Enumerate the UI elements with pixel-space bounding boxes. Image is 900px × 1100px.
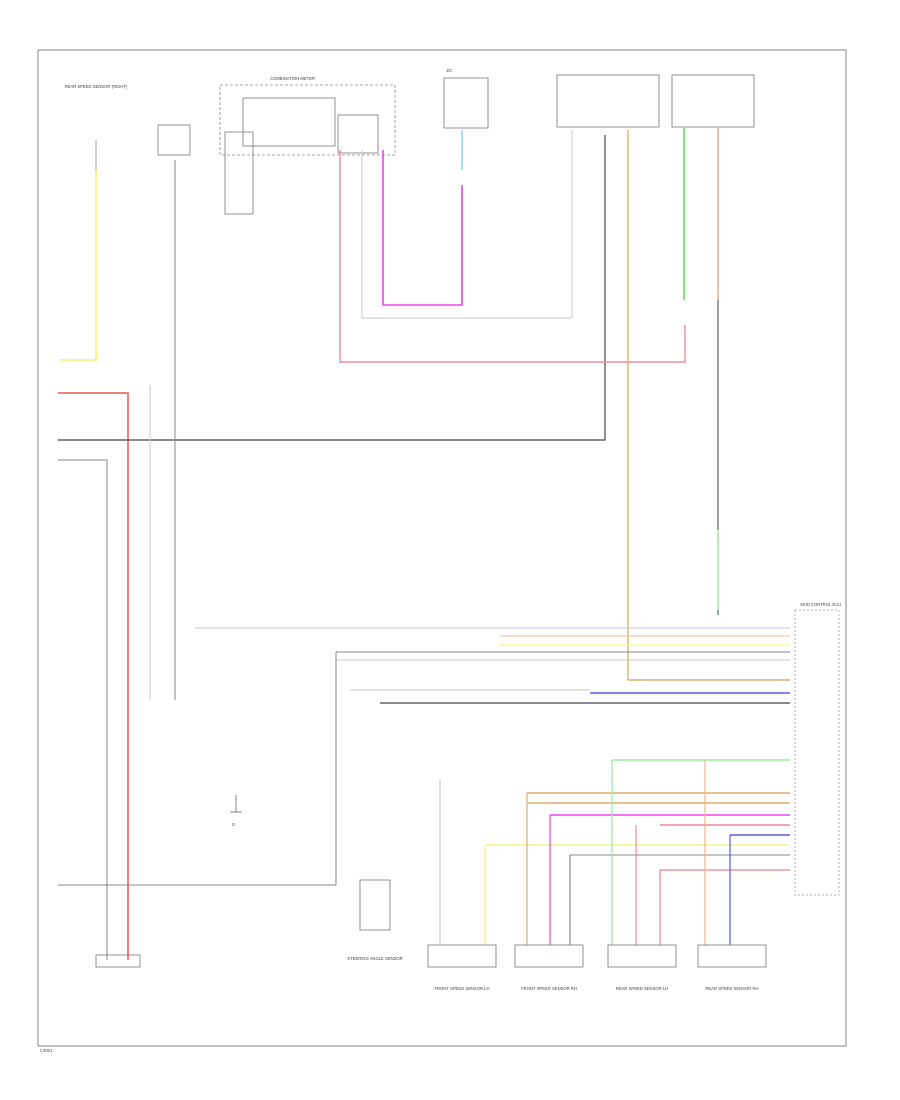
wires-layer: [58, 128, 790, 960]
rear-speed-sensor-label: REAR SPEED SENSOR (RIGHT): [65, 84, 128, 89]
wire-pink-red: [339, 150, 686, 363]
junction-connector-top: J/C: [443, 68, 489, 129]
combination-meter-label: COMBINATION METER: [270, 76, 315, 81]
front-right-sensor-label: FRONT SPEED SENSOR RH: [521, 986, 577, 991]
wire-magenta: [382, 150, 463, 306]
rear-left-sensor-box: [607, 944, 677, 968]
jc-top-label: J/C: [446, 68, 452, 73]
steering-sensor-component: STEERING ANGLE SENSOR: [347, 879, 403, 961]
wire-gray-left-1: [58, 459, 108, 960]
rear-right-sensor-box: [697, 944, 767, 968]
front-right-sensor-box: [514, 944, 584, 968]
skid-control-ecu-top: [556, 74, 755, 128]
wire-bottom-left: [58, 652, 337, 886]
front-left-sensor-component: FRONT SPEED SENSOR LH: [427, 944, 497, 991]
ecu-connector-label: SKID CONTROL ECU: [800, 602, 841, 607]
skid-control-ecu-connector: SKID CONTROL ECU: [794, 602, 841, 896]
wire-dark-1: [58, 135, 606, 441]
wire-yellow: [60, 170, 97, 361]
wire-red-left: [58, 392, 129, 960]
front-right-sensor-component: FRONT SPEED SENSOR RH: [514, 944, 584, 991]
rear-speed-sensor-component: REAR SPEED SENSOR (RIGHT): [65, 84, 128, 170]
rear-right-sensor-component: REAR SPEED SENSOR RH: [697, 944, 767, 991]
footer-id: C3001: [40, 1048, 53, 1053]
wire-gray-mid: [361, 130, 573, 319]
wire-tan: [627, 130, 790, 681]
combination-meter-component: COMBINATION METER: [219, 76, 396, 215]
rear-left-sensor-component: REAR SPEED SENSOR LH: [607, 944, 677, 991]
ground-symbol: G: [230, 795, 242, 827]
bottom-sensors: FRONT SPEED SENSOR LH FRONT SPEED SENSOR …: [427, 944, 767, 991]
ground-label: G: [232, 822, 235, 827]
diagram-border: [37, 49, 847, 1047]
rear-right-sensor-label: REAR SPEED SENSOR RH: [705, 986, 758, 991]
bottom-left-connector: [95, 954, 141, 968]
power-source-component: [337, 114, 379, 154]
front-left-sensor-label: FRONT SPEED SENSOR LH: [434, 986, 489, 991]
rear-left-sensor-label: REAR SPEED SENSOR LH: [616, 986, 668, 991]
switch-component: [157, 124, 191, 156]
steering-sensor-label: STEERING ANGLE SENSOR: [347, 956, 402, 961]
front-left-sensor-box: [427, 944, 497, 968]
